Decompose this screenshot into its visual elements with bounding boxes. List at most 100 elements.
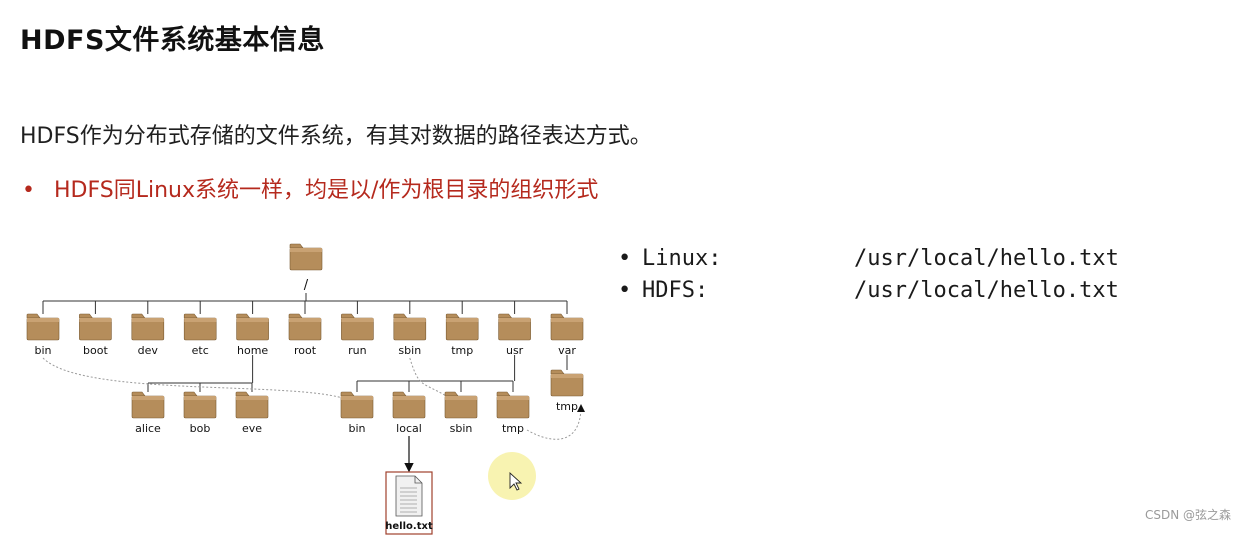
folder-root: root — [288, 313, 322, 357]
tree-nodes: / bin boot dev etc home root run sbin tmp usr var al… — [26, 243, 584, 535]
folder-label: tmp — [556, 400, 578, 413]
path-label-linux: Linux: — [642, 246, 722, 271]
root-folder — [289, 243, 323, 271]
folder-label: dev — [138, 344, 159, 357]
folder-label: eve — [242, 422, 262, 435]
folder-label: run — [348, 344, 366, 357]
mouse-pointer-icon — [509, 471, 523, 491]
bullet-dot: • — [618, 278, 632, 303]
folder-highlight — [551, 374, 583, 378]
file-highlight-box — [385, 471, 433, 535]
folder-label: bin — [34, 344, 51, 357]
file-corner — [414, 476, 422, 484]
folder-tab — [550, 313, 565, 319]
folder-highlight — [290, 248, 322, 252]
folder-label: root — [294, 344, 317, 357]
folder-label: alice — [135, 422, 161, 435]
folder-boot: boot — [79, 313, 112, 357]
folder-tab — [79, 313, 93, 319]
folder-highlight — [498, 318, 531, 322]
folder-highlight — [341, 318, 374, 322]
folder-etc: etc — [183, 313, 217, 357]
symlink-curves — [42, 357, 585, 440]
folder-tab — [131, 391, 146, 397]
folder-highlight — [393, 318, 426, 322]
folder-tab — [236, 313, 251, 319]
folder-tab — [235, 391, 250, 397]
folder-label: sbin — [398, 344, 421, 357]
path-value-linux: /usr/local/hello.txt — [854, 246, 1119, 271]
root-label: / — [304, 278, 309, 293]
hello-txt-file: hello.txt — [385, 471, 433, 535]
folder-highlight — [131, 318, 164, 322]
folder-label: tmp — [451, 344, 473, 357]
folder-tab — [183, 391, 198, 397]
folder-label: var — [558, 344, 576, 357]
folder-bin: bin — [26, 313, 60, 357]
path-row-hdfs: • HDFS: /usr/local/hello.txt — [618, 275, 1178, 307]
bullet-dot: • — [22, 178, 35, 203]
folder-highlight — [393, 396, 425, 400]
folder-highlight — [132, 396, 164, 400]
folder-label: boot — [83, 344, 108, 357]
folder-tab — [444, 391, 459, 397]
folder-home: home — [236, 313, 269, 357]
folder-label: home — [237, 344, 268, 357]
root-bullet: • HDFS同Linux系统一样，均是以/作为根目录的组织形式 — [22, 172, 598, 204]
intro-text: HDFS作为分布式存储的文件系统，有其对数据的路径表达方式。 — [20, 124, 652, 149]
folder-highlight — [289, 318, 321, 322]
folder-highlight — [445, 396, 477, 400]
folder-alice: alice — [131, 391, 165, 435]
folder-label: tmp — [502, 422, 524, 435]
slide-title: HDFS文件系统基本信息 — [20, 25, 325, 56]
folder-highlight — [236, 396, 268, 400]
folder-tab — [289, 243, 304, 249]
folder-bob: bob — [183, 391, 217, 435]
folder-tab — [341, 313, 355, 319]
root-bullet-text: HDFS同Linux系统一样，均是以/作为根目录的组织形式 — [54, 178, 599, 203]
path-label-hdfs: HDFS: — [642, 278, 709, 303]
folder-label: sbin — [450, 422, 473, 435]
folder-usr: usr — [498, 313, 531, 357]
folder-label: etc — [192, 344, 209, 357]
folder-tab — [183, 313, 198, 319]
folder-tab — [340, 391, 355, 397]
tmp-symlink-curve — [526, 404, 585, 440]
folder-highlight — [497, 396, 529, 400]
folder-highlight — [551, 318, 583, 322]
folder-label: bin — [348, 422, 365, 435]
folder-tab — [393, 313, 408, 319]
path-value-hdfs: /usr/local/hello.txt — [854, 278, 1119, 303]
folder-tab — [496, 391, 511, 397]
folder-label: local — [396, 422, 422, 435]
folder-var-tmp: tmp — [550, 369, 584, 413]
folder-usr-tmp: tmp — [496, 391, 530, 435]
directory-tree-diagram: / bin boot dev etc home root run sbin tmp usr var al… — [26, 243, 585, 535]
folder-dev: dev — [131, 313, 165, 357]
folder-run: run — [341, 313, 374, 357]
folder-eve: eve — [235, 391, 269, 435]
folder-tab — [550, 369, 565, 375]
folder-highlight — [79, 318, 112, 322]
folder-tab — [445, 313, 460, 319]
sbin-symlink-curve — [409, 357, 455, 402]
folder-highlight — [341, 396, 373, 400]
folder-usr-sbin: sbin — [444, 391, 478, 435]
folder-sbin: sbin — [393, 313, 427, 357]
folder-usr-local: local — [392, 391, 426, 435]
folder-tmp: tmp — [445, 313, 479, 357]
folder-tab — [498, 313, 513, 319]
folder-label: bob — [190, 422, 211, 435]
path-comparison-list: • Linux: /usr/local/hello.txt • HDFS: /usr… — [618, 243, 1178, 307]
bullet-dot: • — [618, 246, 632, 271]
folder-usr-bin: bin — [340, 391, 374, 435]
folder-tab — [288, 313, 303, 319]
folder-tab — [392, 391, 407, 397]
file-label: hello.txt — [385, 521, 433, 532]
folder-tab — [131, 313, 146, 319]
folder-tab — [26, 313, 41, 319]
folder-highlight — [446, 318, 479, 322]
folder-label: usr — [506, 344, 524, 357]
bin-symlink-curve — [42, 357, 351, 402]
path-row-linux: • Linux: /usr/local/hello.txt — [618, 243, 1178, 275]
